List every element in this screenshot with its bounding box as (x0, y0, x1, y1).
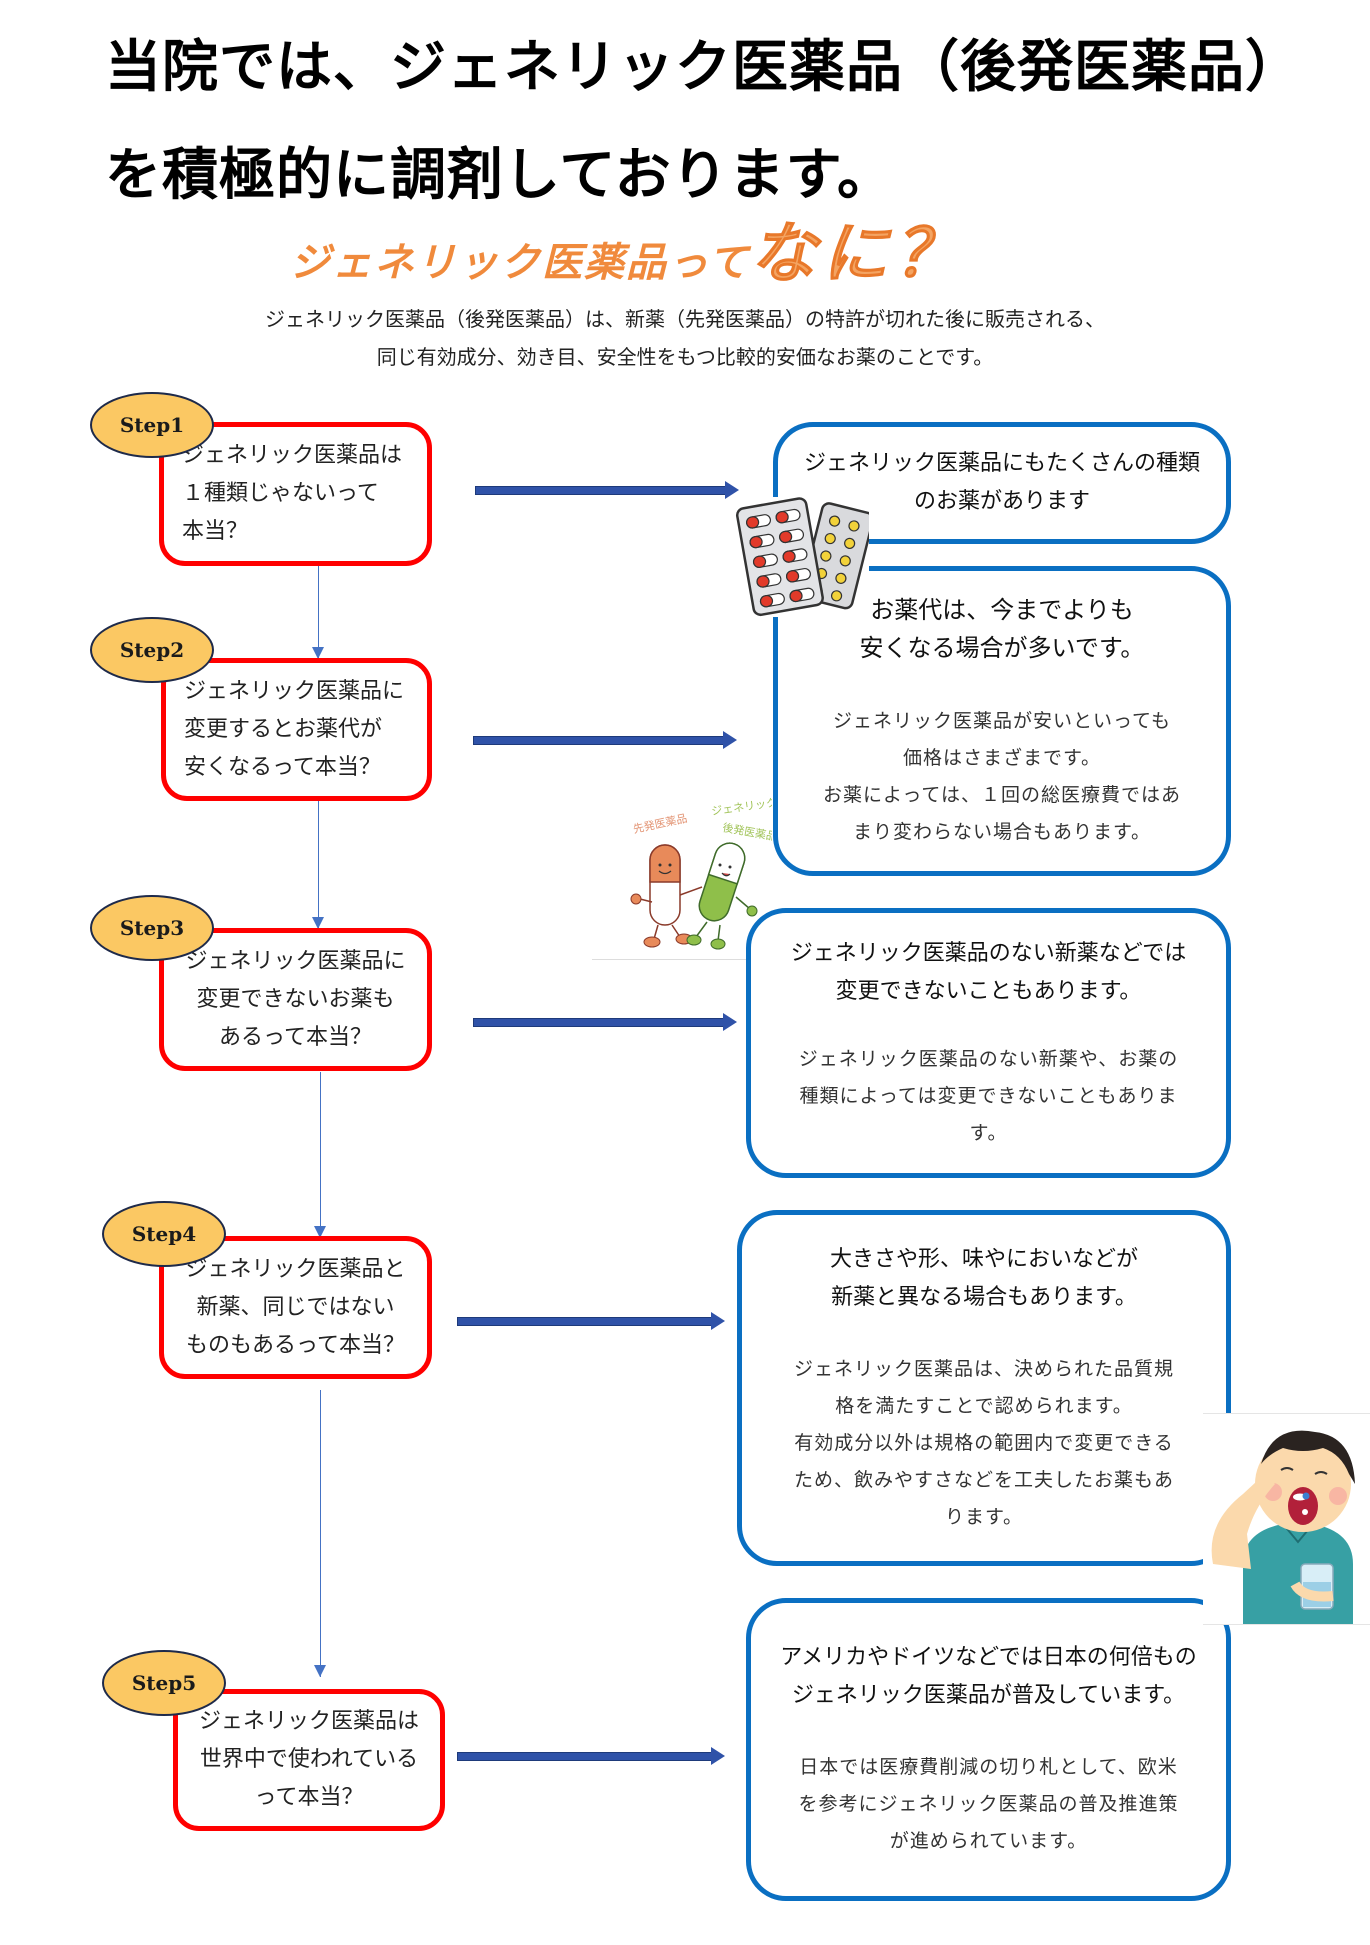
subtitle-emphasis: なに？ (750, 215, 966, 293)
intro-paragraph: ジェネリック医薬品（後発医薬品）は、新薬（先発医薬品）の特許が切れた後に販売され… (150, 300, 1220, 376)
answer-heading: お薬代は、今までよりも (870, 596, 1134, 624)
answer-body-line: お薬によっては、１回の総医療費ではあ (822, 784, 1182, 806)
arrow-head (711, 1747, 725, 1765)
arrow-head (723, 1013, 737, 1031)
question-line: ジェネリック医薬品は (182, 443, 403, 468)
answer-body-line: 有効成分以外は規格の範囲内で変更できる (794, 1431, 1174, 1454)
connector-line (318, 566, 319, 658)
question-box-step4: ジェネリック医薬品と 新薬、同じではない ものもあるって本当？ (159, 1236, 432, 1379)
question-line: 本当？ (182, 519, 249, 544)
question-box-step5: ジェネリック医薬品は 世界中で使われている って本当？ (173, 1689, 445, 1831)
question-line: 変更するとお薬代が (184, 716, 383, 742)
answer-body-line: ジェネリック医薬品は、決められた品質規 (793, 1357, 1174, 1380)
step-badge: Step5 (102, 1650, 226, 1716)
question-line: ジェネリック医薬品に (184, 678, 405, 704)
answer-box-step2: お薬代は、今までよりも 安くなる場合が多いです。 ジェネリック医薬品が安いといっ… (773, 566, 1231, 876)
arrow-head (725, 481, 739, 499)
intro-line: ジェネリック医薬品（後発医薬品）は、新薬（先発医薬品）の特許が切れた後に販売され… (265, 307, 1105, 331)
arrow-head (723, 731, 737, 749)
question-box-step3: ジェネリック医薬品に 変更できないお薬も あるって本当？ (159, 928, 432, 1071)
arrow-head (711, 1312, 725, 1330)
step-badge: Step2 (90, 617, 214, 683)
question-line: あるって本当？ (219, 1024, 372, 1050)
answer-body-line: まり変わらない場合もあります。 (852, 821, 1152, 843)
step-badge: Step4 (102, 1201, 226, 1267)
answer-heading: 新薬と異なる場合もあります。 (831, 1284, 1137, 1310)
arrow-shaft (473, 1018, 725, 1027)
question-box-step1: ジェネリック医薬品は １種類じゃないって 本当？ (159, 422, 432, 566)
answer-heading: アメリカやドイツなどでは日本の何倍もの (780, 1645, 1197, 1670)
answer-heading: 安くなる場合が多いです。 (859, 634, 1145, 662)
question-line: １種類じゃないって (182, 481, 379, 506)
capsule-label-right-top: ジェネリック (711, 796, 772, 818)
answer-body-line: 種類によっては変更できないこともありま (799, 1084, 1178, 1107)
question-line: 新薬、同じではない (196, 1294, 395, 1320)
answer-body-line: ります。 (944, 1505, 1024, 1528)
answer-body-line: 価格はさまざまです。 (902, 747, 1102, 769)
arrow-shaft (457, 1752, 713, 1761)
answer-body-line: す。 (969, 1121, 1008, 1144)
answer-body-line: を参考にジェネリック医薬品の普及推進策 (798, 1793, 1179, 1815)
connector-arrowhead (312, 647, 324, 659)
question-line: 安くなるって本当？ (184, 754, 381, 780)
answer-heading: 大きさや形、味やにおいなどが (829, 1246, 1138, 1272)
question-line: ジェネリック医薬品は (198, 1709, 419, 1734)
answer-box-step1: ジェネリック医薬品にもたくさんの種類 のお薬があります (773, 422, 1231, 544)
answer-box-step3: ジェネリック医薬品のない新薬などでは 変更できないこともあります。 ジェネリック… (746, 908, 1231, 1178)
capsule-label-left: 先発医薬品 (632, 811, 689, 836)
connector-arrowhead (314, 1665, 326, 1677)
step-badge: Step1 (90, 392, 214, 458)
page-title-line2: を積極的に調剤しております。 (105, 143, 895, 208)
connector-arrowhead (312, 917, 324, 929)
answer-body-line: 日本では医療費削減の切り札として、欧米 (799, 1756, 1178, 1778)
question-line: 世界中で使われている (199, 1747, 419, 1772)
answer-heading: ジェネリック医薬品のない新薬などでは (790, 940, 1187, 966)
connector-line (320, 1072, 321, 1238)
page-title-line1: 当院では、ジェネリック医薬品（後発医薬品） (105, 35, 1302, 100)
connector-arrowhead (314, 1226, 326, 1238)
section-subtitle: ジェネリック医薬品ってなに？ (290, 200, 966, 296)
capsule-label-right: 後発医薬品 (721, 820, 772, 843)
answer-box-step5: アメリカやドイツなどでは日本の何倍もの ジェネリック医薬品が普及しています。 日… (746, 1598, 1231, 1901)
arrow-shaft (473, 736, 725, 745)
question-line: 変更できないお薬も (196, 986, 395, 1012)
boy-taking-medicine-icon (1203, 1413, 1370, 1625)
answer-box-step4: 大きさや形、味やにおいなどが 新薬と異なる場合もあります。 ジェネリック医薬品は… (737, 1210, 1231, 1566)
answer-heading: 変更できないこともあります。 (835, 978, 1142, 1004)
arrow-shaft (457, 1317, 713, 1326)
question-line: ジェネリック医薬品と (185, 1256, 406, 1282)
answer-body-line: ジェネリック医薬品が安いといっても (832, 710, 1172, 732)
connector-line (320, 1390, 321, 1677)
answer-heading: ジェネリック医薬品にもたくさんの種類 (803, 451, 1200, 476)
blister-pack-pills-icon (733, 497, 875, 617)
question-line: ジェネリック医薬品に (185, 948, 406, 974)
answer-heading: ジェネリック医薬品が普及しています。 (791, 1683, 1186, 1708)
connector-line (318, 801, 319, 928)
intro-line: 同じ有効成分、効き目、安全性をもつ比較的安価なお薬のことです。 (376, 345, 994, 369)
question-line: ものもあるって本当？ (186, 1332, 405, 1358)
subtitle-text: ジェネリック医薬品って (290, 240, 750, 286)
step-badge: Step3 (90, 895, 214, 961)
question-line: って本当？ (254, 1785, 364, 1810)
arrow-shaft (475, 486, 727, 495)
answer-body-line: ため、飲みやすさなどを工夫したお薬もあ (793, 1468, 1174, 1491)
answer-body-line: が進められています。 (889, 1830, 1088, 1852)
question-box-step2: ジェネリック医薬品に 変更するとお薬代が 安くなるって本当？ (161, 658, 432, 801)
answer-heading: のお薬があります (913, 489, 1090, 514)
answer-body-line: 格を満たすことで認められます。 (835, 1394, 1133, 1417)
answer-body-line: ジェネリック医薬品のない新薬や、お薬の (798, 1047, 1179, 1070)
capsule-characters-icon: 先発医薬品 ジェネリック 後発医薬品 (592, 787, 778, 960)
